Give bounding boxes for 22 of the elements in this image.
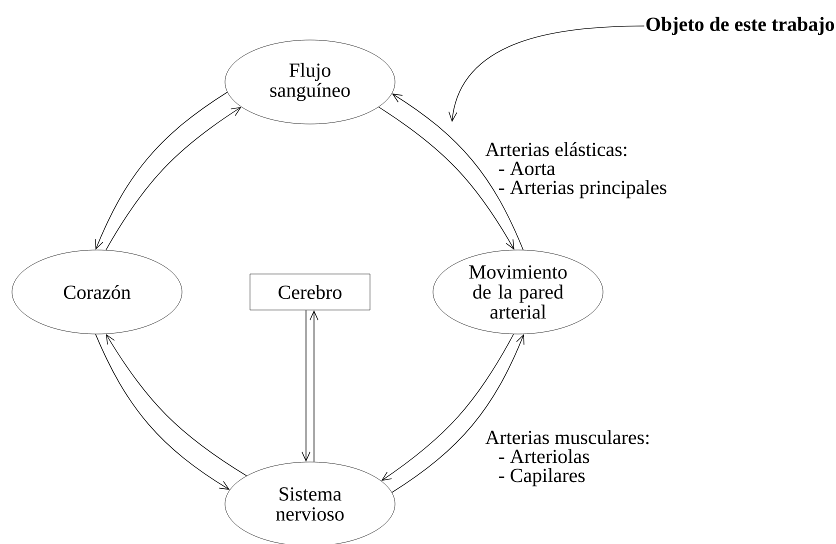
arrow	[310, 310, 318, 462]
rectangle-node: Cerebro	[250, 274, 370, 310]
leader-arrow	[448, 26, 645, 122]
arrow	[392, 94, 524, 250]
arrow	[392, 334, 524, 493]
annotation-text: Arterias musculares:	[485, 430, 649, 444]
annotation-text: - Arterias principales	[498, 180, 666, 198]
arrow	[95, 334, 230, 490]
annotation-text: - Capilares	[498, 468, 585, 486]
arrow	[378, 106, 514, 250]
arrow	[106, 106, 242, 250]
callout-text: Objeto de este trabajo	[646, 16, 834, 36]
arrow	[95, 92, 228, 250]
ellipse-node: Flujo sanguíneo	[224, 40, 396, 124]
ellipse-node: Movimiento de la pared arterial	[432, 250, 604, 334]
arrow	[302, 310, 310, 462]
annotation-text: - Aorta	[498, 162, 556, 176]
annotation-text: - Arteriolas	[498, 449, 590, 464]
ellipse-node: Corazón	[12, 250, 182, 334]
annotation-text: Arterias elásticas:	[485, 142, 626, 156]
arrow	[106, 334, 247, 476]
arrow	[381, 334, 514, 481]
